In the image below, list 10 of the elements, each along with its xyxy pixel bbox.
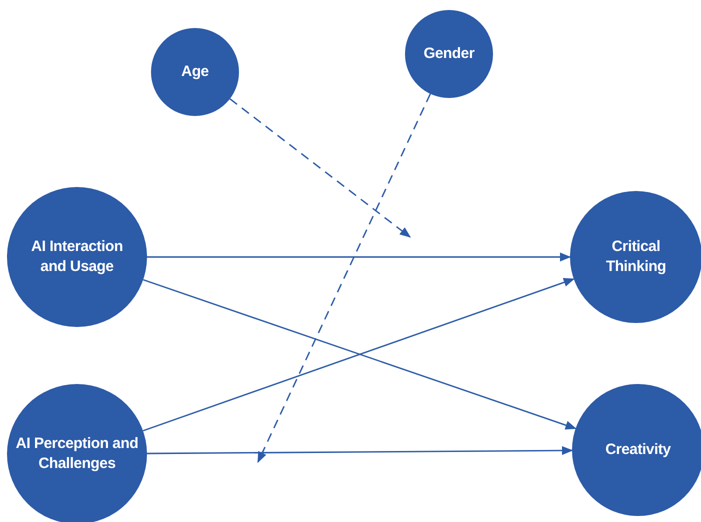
node-label: Creativity xyxy=(605,440,671,460)
dashed-arrow xyxy=(229,98,411,238)
node-label: AI Interaction and Usage xyxy=(30,236,124,277)
node-label: Critical Thinking xyxy=(604,236,668,277)
arrow xyxy=(147,446,574,456)
arrow xyxy=(147,252,572,262)
node-label: Gender xyxy=(424,44,474,64)
dashed-arrow xyxy=(257,94,431,464)
node-label: Age xyxy=(181,62,209,82)
node-label: AI Perception and Challenges xyxy=(14,434,140,474)
